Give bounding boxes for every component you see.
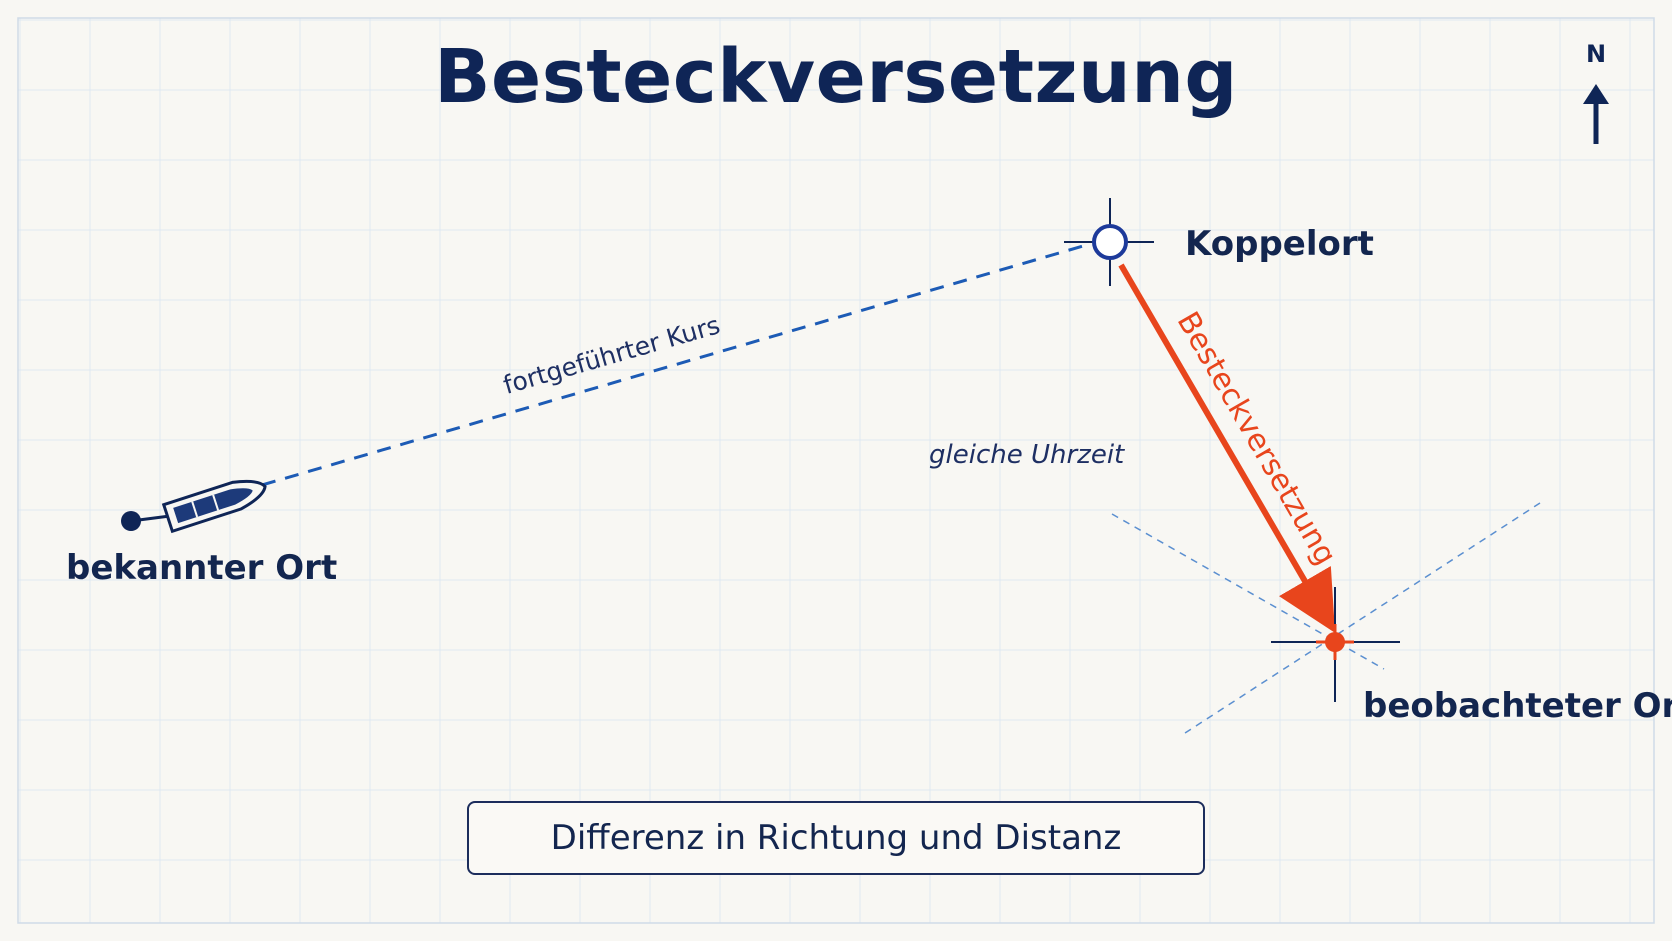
drift-arrow — [1118, 263, 1336, 633]
known-position-marker — [121, 511, 141, 531]
north-arrow-icon — [1583, 84, 1609, 144]
chart-grid — [18, 18, 1654, 923]
boat-icon — [161, 479, 267, 534]
frame-border — [17, 17, 1655, 924]
north-label: N — [1586, 40, 1607, 68]
same-time-label: gleiche Uhrzeit — [929, 440, 1125, 470]
caption-text: Differenz in Richtung und Distanz — [550, 818, 1122, 858]
bearing-line-2 — [1181, 502, 1541, 736]
page-title: Besteckversetzung — [434, 34, 1238, 120]
observed-position-label: beobachteter Ort — [1363, 686, 1672, 726]
dead-reckoning-marker — [1064, 198, 1154, 286]
known-position-label: bekannter Ort — [66, 548, 338, 588]
dead-reckoning-label: Koppelort — [1185, 224, 1374, 264]
caption-box: Differenz in Richtung und Distanz — [467, 801, 1205, 875]
observed-position-marker — [1271, 587, 1400, 702]
